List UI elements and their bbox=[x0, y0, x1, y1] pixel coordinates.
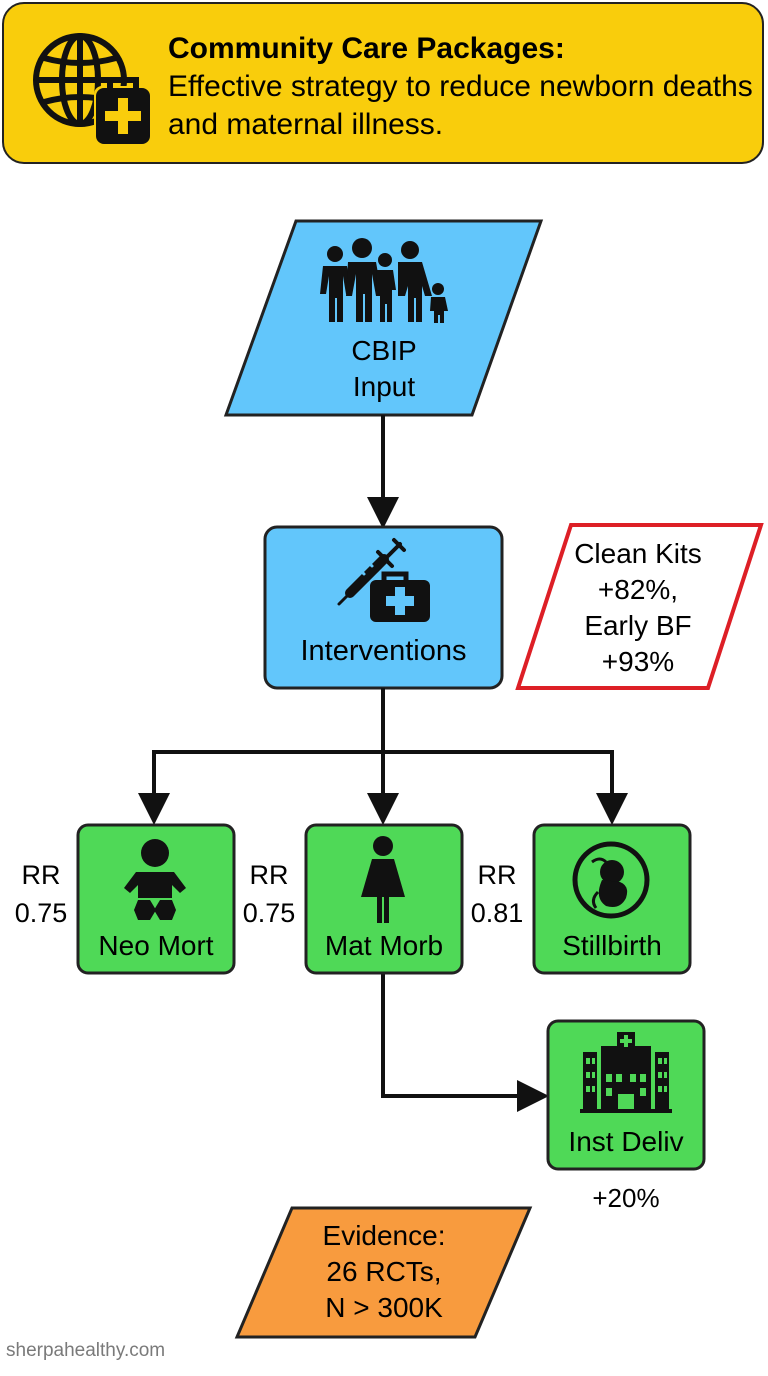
evidence-line-3: N > 300K bbox=[325, 1292, 443, 1323]
header-title: Community Care Packages: bbox=[168, 32, 565, 65]
inst-deliv-change: +20% bbox=[592, 1183, 660, 1213]
fetus-icon bbox=[572, 841, 650, 919]
cbip-input-label-1: CBIP bbox=[351, 335, 417, 366]
header-subtitle: Effective strategy to reduce newborn dea… bbox=[168, 70, 753, 141]
note-line-2: +82%, bbox=[597, 574, 679, 605]
evidence-line-1: Evidence: bbox=[322, 1220, 446, 1251]
neo-mort-box bbox=[76, 823, 236, 975]
family-icon bbox=[320, 238, 448, 323]
footer-site: sherpahealthy.com bbox=[6, 1340, 166, 1361]
globe-medkit-icon bbox=[33, 33, 152, 144]
evidence-shape bbox=[234, 1206, 533, 1339]
note-line-1: Clean Kits bbox=[574, 538, 702, 569]
stillbirth-label: Stillbirth bbox=[562, 930, 662, 961]
mat-rr-label: RR bbox=[249, 860, 289, 890]
syringe-medkit-icon bbox=[337, 538, 430, 622]
evidence-line-2: 26 RCTs, bbox=[326, 1256, 442, 1287]
mat-rr-value: 0.75 bbox=[242, 898, 296, 928]
header-banner: Community Care Packages: Effective strat… bbox=[2, 2, 764, 164]
branch-connectors bbox=[138, 688, 628, 1112]
note-line-3: Early BF bbox=[584, 610, 692, 641]
cbip-input-label-2: Input bbox=[352, 371, 416, 402]
still-rr-label: RR bbox=[477, 860, 517, 890]
inst-deliv-label: Inst Deliv bbox=[568, 1126, 684, 1157]
note-line-4: +93% bbox=[601, 646, 675, 677]
neo-mort-label: Neo Mort bbox=[98, 930, 214, 961]
mat-morb-label: Mat Morb bbox=[324, 930, 444, 961]
still-rr-value: 0.81 bbox=[470, 898, 524, 928]
woman-icon bbox=[361, 836, 405, 923]
neo-rr-label: RR bbox=[21, 860, 61, 890]
baby-icon bbox=[124, 839, 186, 920]
note-shape bbox=[515, 523, 764, 690]
interventions-label: Interventions bbox=[300, 635, 467, 667]
hospital-icon bbox=[580, 1032, 672, 1113]
neo-rr-value: 0.75 bbox=[14, 898, 68, 928]
